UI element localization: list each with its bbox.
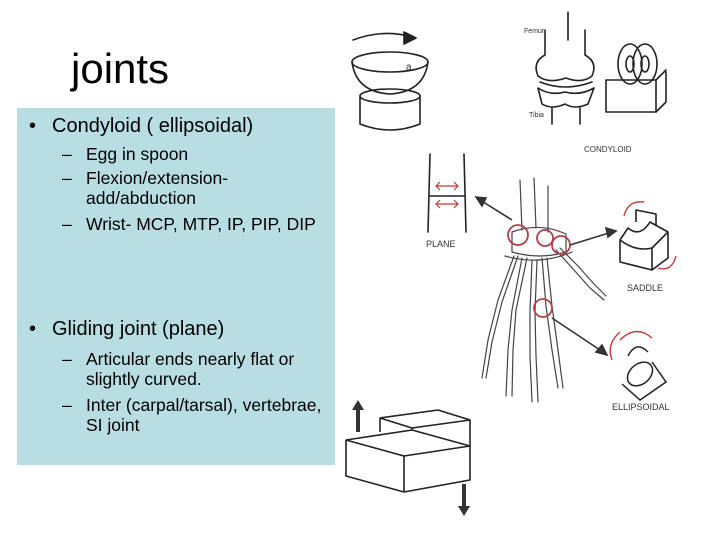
- bullet-text: Condyloid ( ellipsoidal): [52, 115, 254, 137]
- bullet-marker: •: [29, 318, 37, 340]
- sub-text: Inter (carpal/tarsal), vertebrae, SI joi…: [86, 395, 322, 435]
- hand-skeleton-diagram: [481, 177, 607, 403]
- bowl-joint-diagram: [351, 31, 429, 131]
- slide-title: joints: [71, 45, 170, 92]
- subitem-egg-in-spoon: – Egg in spoon: [62, 144, 332, 164]
- saddle-label: SADDLE: [627, 283, 663, 293]
- bullet-text: Gliding joint (plane): [52, 318, 225, 340]
- gliding-block-model: [345, 409, 471, 493]
- ellipsoidal-model: [621, 346, 668, 401]
- sub-marker: –: [62, 349, 72, 369]
- sub-text: Egg in spoon: [86, 144, 189, 164]
- plane-joint-strip: [427, 153, 467, 233]
- ellipsoidal-label: ELLIPSOIDAL: [612, 402, 670, 412]
- subitem-wrist: – Wrist- MCP, MTP, IP, PIP, DIP: [62, 214, 332, 234]
- pointer-arrows: [474, 196, 618, 357]
- sub-marker: –: [62, 144, 72, 164]
- condyloid-label: CONDYLOID: [584, 145, 632, 154]
- glide-arrows: [352, 400, 470, 516]
- content-box: • Condyloid ( ellipsoidal) – Egg in spoo…: [17, 108, 335, 465]
- subitem-articular-ends: – Articular ends nearly flat or slightly…: [62, 349, 332, 389]
- sub-marker: –: [62, 168, 72, 188]
- plane-label: PLANE: [426, 239, 456, 249]
- subitem-flexion: – Flexion/extension-add/abduction: [62, 168, 332, 208]
- bullet-marker: •: [29, 115, 37, 137]
- sub-marker: –: [62, 214, 72, 234]
- sub-text: Articular ends nearly flat or slightly c…: [86, 349, 295, 389]
- femur-label: Femur: [524, 28, 545, 35]
- knee-joint-diagram: [535, 11, 595, 125]
- condyloid-model: [605, 43, 667, 113]
- subitem-inter-carpal: – Inter (carpal/tarsal), vertebrae, SI j…: [62, 395, 332, 435]
- sub-text: Wrist- MCP, MTP, IP, PIP, DIP: [86, 214, 316, 234]
- bowl-letter-label: a: [406, 62, 412, 73]
- sub-text: Flexion/extension-add/abduction: [86, 168, 229, 208]
- saddle-model: [619, 209, 669, 271]
- sub-marker: –: [62, 395, 72, 415]
- joints-illustration: Femur Tibia CONDYLOID PLANE SADDLE ELLIP…: [345, 11, 677, 516]
- tibia-label: Tibia: [529, 112, 544, 119]
